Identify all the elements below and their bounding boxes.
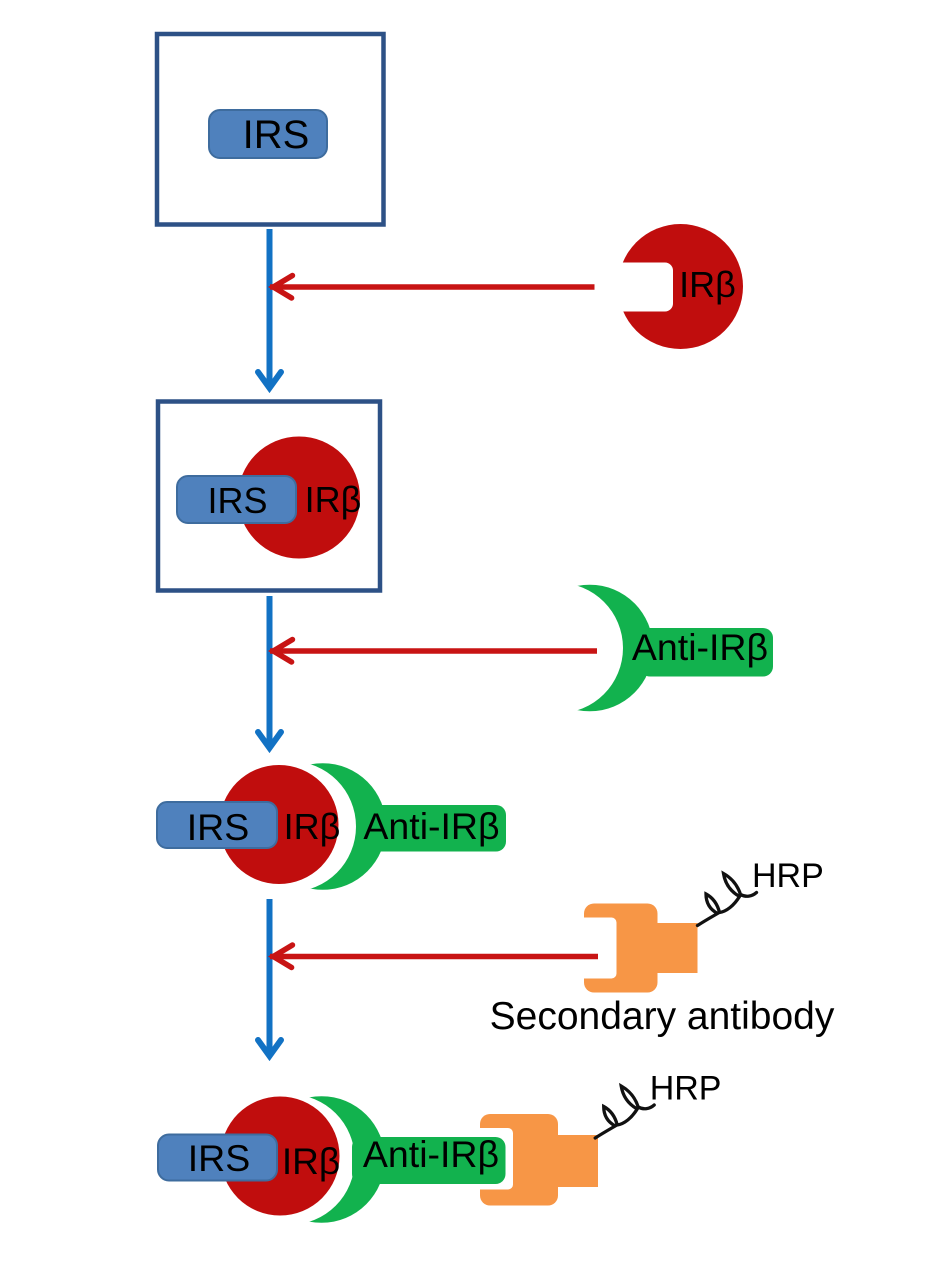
svg-text:HRP: HRP [752, 857, 824, 895]
svg-text:Anti-IRβ: Anti-IRβ [632, 626, 768, 668]
svg-text:Anti-IRβ: Anti-IRβ [363, 805, 499, 847]
svg-text:IRS: IRS [187, 806, 250, 848]
svg-text:IRS: IRS [243, 113, 310, 157]
svg-text:IRβ: IRβ [284, 806, 341, 847]
svg-text:IRS: IRS [207, 480, 267, 521]
svg-text:IRβ: IRβ [282, 1141, 340, 1182]
svg-text:IRS: IRS [188, 1137, 251, 1179]
svg-text:IRβ: IRβ [679, 264, 736, 305]
svg-text:IRβ: IRβ [305, 479, 362, 520]
svg-text:Secondary antibody: Secondary antibody [490, 995, 835, 1038]
svg-text:Anti-IRβ: Anti-IRβ [363, 1133, 499, 1175]
